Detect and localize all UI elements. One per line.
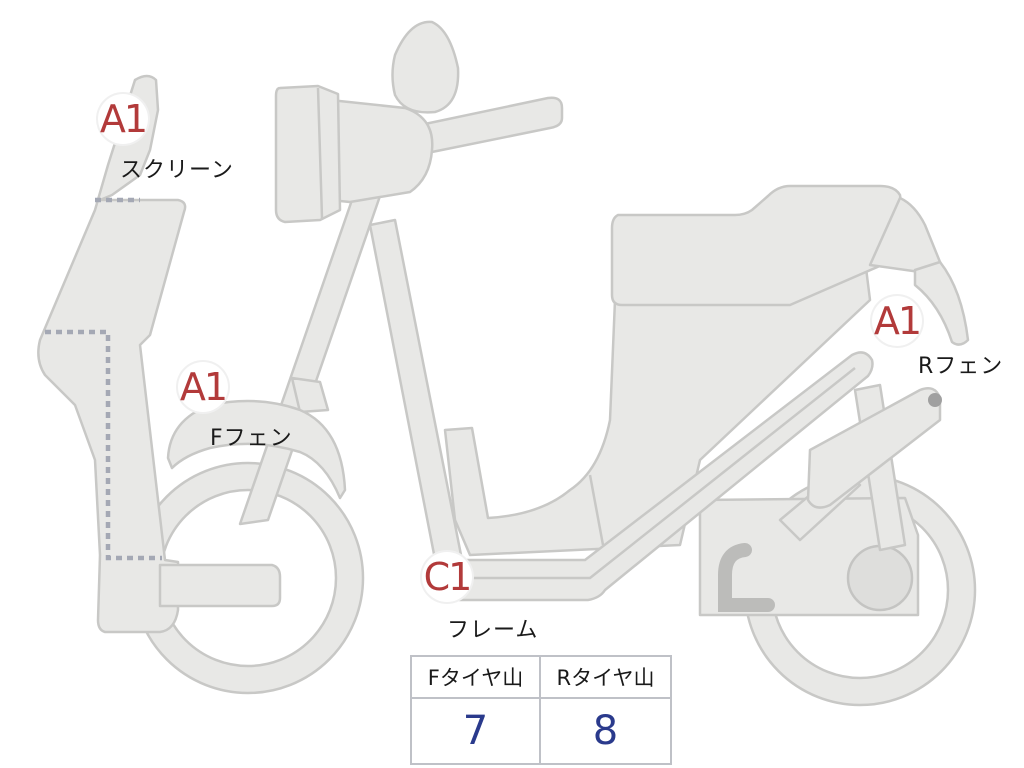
rear-tread-header: Rタイヤ山 xyxy=(541,657,670,699)
tire-tread-table: Fタイヤ山 Rタイヤ山 7 8 xyxy=(410,655,672,765)
mirror xyxy=(391,20,460,114)
leg-shield xyxy=(37,74,187,634)
steering-column xyxy=(238,194,382,526)
rear-fender-damage-code: A1 xyxy=(872,296,922,346)
frame-label: フレーム xyxy=(447,618,539,643)
front-fender-label: Fフェン xyxy=(210,426,293,451)
floorboard xyxy=(158,563,282,608)
frame-damage-code: C1 xyxy=(422,552,472,602)
screen-label: スクリーン xyxy=(120,158,234,183)
screen-damage-code: A1 xyxy=(98,94,148,144)
front-tread-value: 7 xyxy=(412,699,541,763)
front-fender-damage-code: A1 xyxy=(178,362,228,412)
handlebar xyxy=(274,84,564,224)
rear-shock xyxy=(806,383,942,552)
rear-tread-value: 8 xyxy=(592,708,619,754)
rear-cowl xyxy=(868,196,970,346)
rear-fender-label: Rフェン xyxy=(918,354,1004,379)
front-tread-header: Fタイヤ山 xyxy=(412,657,541,699)
